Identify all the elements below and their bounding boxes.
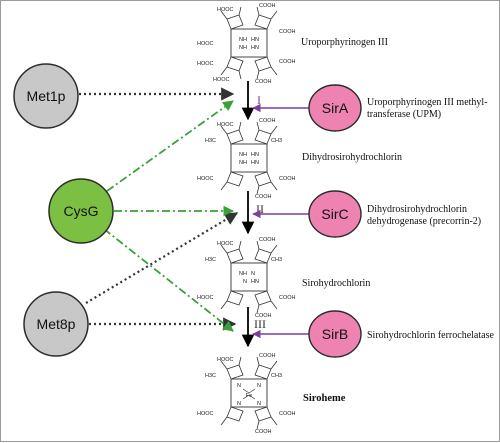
n-label: N (237, 401, 241, 407)
ch3-label: CH3 (271, 257, 282, 263)
nh-label: NH (239, 45, 247, 51)
sira-node: SirA (308, 84, 362, 132)
h3c-label: H3C (205, 138, 216, 144)
uroporphyrinogen-structure: NH HN NH HN HOOC COOH HOOC COOH HOOC COO… (197, 3, 296, 85)
step-label-iii: III (254, 317, 266, 331)
upm-description-line2: transferase (UPM) (367, 109, 441, 120)
met8p-to-step2-arrow (85, 212, 239, 304)
cooh-label: COOH (279, 295, 296, 301)
cysg-to-step1-arrow (106, 100, 234, 192)
hooc-label: HOOC (197, 61, 214, 67)
fe-label: Fe (246, 393, 252, 399)
hn-label: HN (251, 45, 259, 51)
cooh-label: COOH (279, 29, 296, 35)
cooh-label: COOH (259, 118, 276, 124)
hooc-label: HOOC (197, 295, 214, 301)
sira-label: SirA (322, 100, 349, 116)
met8p-node: Met8p (23, 291, 89, 357)
hooc-label: HOOC (197, 411, 214, 417)
cooh-label: COOH (279, 411, 296, 417)
hn-label: HN (251, 152, 259, 158)
nh-label: NH (239, 271, 247, 277)
upm-description-line1: Uroporphyrinogen III methyl- (367, 97, 488, 108)
n-label: N (243, 279, 247, 285)
h3c-label: H3C (205, 373, 216, 379)
ferrochelatase-description: Sirohydrochlorin ferrochelatase (367, 330, 494, 341)
h3c-label: H3C (205, 257, 216, 263)
siroheme-label: Siroheme (303, 393, 346, 404)
hooc-label: HOOC (197, 41, 214, 47)
nh-label: NH (239, 152, 247, 158)
ch3-label: CH3 (271, 138, 282, 144)
cooh-label: COOH (255, 313, 272, 319)
sirohydrochlorin-structure: NH N N HN H3C CH3 HOOC COOH HOOC COOH CO… (197, 237, 296, 319)
hooc-label: HOOC (213, 77, 230, 83)
sirb-label: SirB (322, 326, 348, 342)
n-label: N (257, 401, 261, 407)
step-label-ii: II (256, 202, 264, 216)
met1p-label: Met1p (27, 88, 66, 104)
sirc-label: SirC (321, 206, 348, 222)
cysg-to-step3-arrow (103, 228, 234, 332)
uroporphyrinogen-label: Uroporphyrinogen III (301, 37, 388, 48)
ch3-label: CH3 (271, 373, 282, 379)
nh-label: NH (239, 160, 247, 166)
cooh-label: COOH (259, 353, 276, 359)
n-label: N (257, 383, 261, 389)
hn-label: HN (251, 37, 259, 43)
hn-label: HN (251, 279, 259, 285)
cysg-node: CysG (48, 178, 114, 244)
step-label-i: I (257, 93, 261, 107)
n-label: N (251, 271, 255, 277)
met1p-node: Met1p (13, 63, 79, 129)
cooh-label: COOH (279, 176, 296, 182)
hooc-label: HOOC (217, 357, 234, 363)
met8p-label: Met8p (37, 316, 76, 332)
dihydrosirohydrochlorin-structure: NH HN NH HN H3C CH3 HOOC COOH HOOC COOH … (197, 118, 296, 200)
precorrin-description-line1: Dihydrosirohydrochlorin (367, 204, 467, 215)
n-label: N (237, 383, 241, 389)
hooc-label: HOOC (217, 122, 234, 128)
siroheme-structure: Fe N N N N H3C CH3 HOOC COOH HOOC COOH C… (197, 353, 296, 435)
sirb-node: SirB (308, 310, 362, 358)
cooh-label: COOH (279, 59, 296, 65)
cooh-label: COOH (255, 194, 272, 200)
nh-label: NH (239, 37, 247, 43)
precorrin-description-line2: dehydrogenase (precorrin-2) (367, 216, 481, 227)
cooh-label: COOH (259, 237, 276, 243)
hn-label: HN (251, 160, 259, 166)
cooh-label: COOH (255, 79, 272, 85)
cooh-label: COOH (259, 3, 276, 9)
hooc-label: HOOC (197, 176, 214, 182)
hooc-label: HOOC (217, 7, 234, 13)
cooh-label: COOH (255, 429, 272, 435)
hooc-label: HOOC (217, 241, 234, 247)
sirc-node: SirC (308, 190, 362, 238)
cysg-label: CysG (64, 203, 99, 219)
dihydrosirohydrochlorin-label: Dihydrosirohydrochlorin (302, 152, 402, 163)
sirohydrochlorin-label: Sirohydrochlorin (302, 278, 370, 289)
